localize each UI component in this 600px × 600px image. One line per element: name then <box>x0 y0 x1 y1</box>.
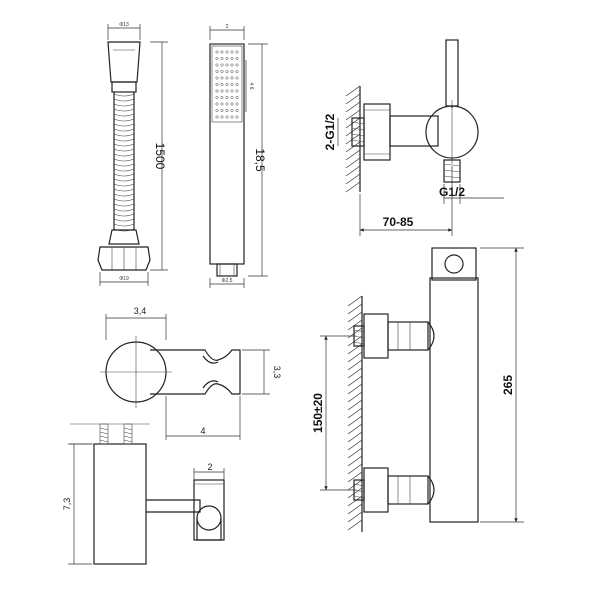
centers-label: 150±20 <box>311 393 325 433</box>
height-label: 265 <box>501 375 515 395</box>
inlet-thread-label: 2-G1/2 <box>323 113 337 150</box>
holder-tube-width-label: 2 <box>207 462 212 472</box>
holder-top-view: 3,4 3,3 4 <box>100 306 282 440</box>
hand-shower-side-note: 4.6 <box>248 83 254 90</box>
hand-shower-bottom-width-label: Φ2.5 <box>222 278 233 284</box>
screw-left <box>99 423 109 445</box>
wall-hatch <box>347 295 363 531</box>
holder-width-label: 4 <box>200 426 205 436</box>
inlet-bottom <box>353 467 435 513</box>
holder-side-view: 2 7,3 <box>62 423 225 565</box>
holder-diameter-label: 3,4 <box>134 306 147 316</box>
hose-length-label: 1500 <box>153 143 167 170</box>
hose-bottom-width-label: Φ19 <box>119 276 129 282</box>
mixer-side-view: 2-G1/2 G1/2 70-85 <box>323 39 504 236</box>
wall-hatch <box>345 85 361 193</box>
hand-shower-drawing: 2 4.6 18,5 Φ2.5 <box>209 24 268 288</box>
hand-shower-length-label: 18,5 <box>253 148 267 172</box>
hose-spiral <box>113 93 135 232</box>
holder-height-label: 3,3 <box>272 366 282 379</box>
mixer-front-view: 150±20 265 <box>311 247 524 532</box>
screw-right <box>123 423 133 445</box>
inlet-top <box>353 313 435 359</box>
hose-top-width-label: Φ13 <box>119 22 129 28</box>
shower-hose-drawing: Φ13 1500 Φ19 <box>97 22 168 286</box>
nozzle-grid <box>215 50 239 119</box>
hand-shower-top-width-label: 2 <box>226 24 229 30</box>
holder-side-height-label: 7,3 <box>62 498 72 511</box>
projection-label: 70-85 <box>383 215 414 229</box>
